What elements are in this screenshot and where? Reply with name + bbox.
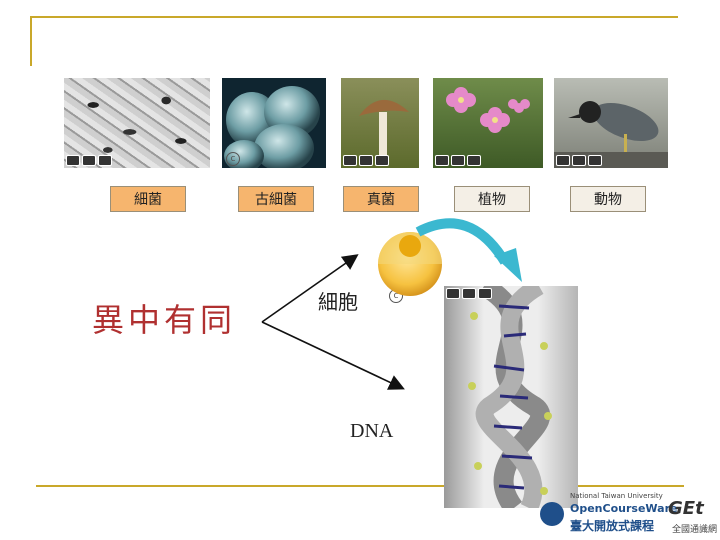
cc-license-icon [66,155,112,166]
label-fungi: 真菌 [343,186,419,212]
university-name: National Taiwan University [570,492,663,500]
ocw-text: OpenCourseWare [570,502,677,515]
top-rule [30,16,678,18]
arrow-to-dna [262,322,402,388]
get-text: GEt [668,498,704,519]
animals-photo [554,78,668,168]
cc-license-icon [446,288,492,299]
ocw-chinese-text: 臺大開放式課程 [570,517,654,534]
get-chinese-text: 全國通識網 [672,522,717,535]
cc-license-icon [556,155,602,166]
dna-helix-drawing [444,286,578,508]
ntu-emblem-icon [540,502,564,526]
label-plants: 植物 [454,186,530,212]
left-rule [30,16,32,66]
curved-arrow [418,223,505,262]
archaea-photo: c [222,78,326,168]
copyright-icon: c [226,152,240,166]
heading-similarities: 異中有同 [92,295,236,341]
cc-license-icon [435,155,481,166]
cell-label: 細胞 [318,286,358,315]
cell-diagram [378,232,442,296]
label-animals: 動物 [570,186,646,212]
bottom-rule [36,485,684,487]
bacteria-photo [64,78,210,168]
plants-photo [433,78,543,168]
ntu-ocw-logo: National Taiwan University OpenCourseWar… [540,490,660,536]
copyright-icon: c [389,289,403,303]
dna-helix-image [444,286,578,508]
label-bacteria: 細菌 [110,186,186,212]
cc-license-icon [343,155,389,166]
cell-nucleus [399,235,421,257]
dna-label: DNA [350,420,393,443]
fungi-photo [341,78,419,168]
get-logo: GEt 全國通識網 [668,498,718,538]
label-archaea: 古細菌 [238,186,314,212]
